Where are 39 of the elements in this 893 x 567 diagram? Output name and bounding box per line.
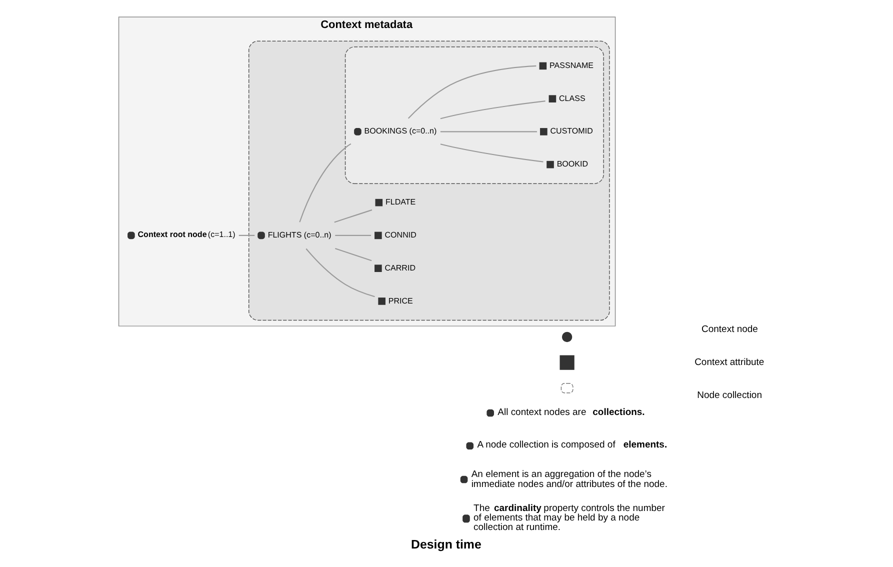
connector: [238, 234, 255, 236]
connector: [335, 248, 372, 262]
node-label: CLASS: [559, 94, 586, 103]
node-label: PRICE: [388, 296, 413, 306]
node-label: CUSTOMID: [550, 126, 593, 136]
connector: [306, 248, 375, 298]
node-box: [548, 95, 556, 102]
legend-label: Context node: [702, 324, 758, 336]
cluster: [344, 46, 604, 184]
node-box: [374, 232, 382, 240]
node-label: CARRID: [384, 263, 416, 272]
connector: [335, 234, 371, 236]
node-box: [374, 264, 382, 272]
node-label: CONNID: [384, 230, 416, 240]
legend-label: Node collection: [697, 390, 762, 401]
node-box: [375, 198, 383, 206]
node-label: BOOKID: [556, 160, 588, 169]
node-label: BOOKINGS (c=0..n): [364, 126, 437, 136]
label: The cardinality property controls the number of elements that may be held by a node collection at runtime.: [474, 503, 665, 534]
connector: [299, 143, 352, 222]
label: An element is an aggregation of the node’s immediate nodes and/or attributes of the node.: [471, 468, 668, 490]
node-box: [539, 62, 547, 70]
connector: [440, 144, 544, 162]
connector: [440, 100, 546, 120]
cluster: [248, 40, 610, 321]
node-box: [540, 128, 548, 136]
label: All context nodes are collections.: [498, 406, 645, 418]
node-label: FLDATE: [385, 198, 416, 207]
connector: [440, 131, 537, 132]
node-box: [378, 298, 386, 305]
connector: [334, 209, 372, 223]
connector: [408, 65, 536, 119]
caption: Design time: [411, 537, 482, 552]
node-box: [546, 160, 554, 168]
node-label: Context root node(c=1..1): [138, 230, 236, 239]
legend-label: Context attribute: [694, 357, 764, 368]
label: A node collection is composed of elements.: [477, 440, 668, 451]
node-label: PASSNAME: [550, 60, 594, 70]
node-label: FLIGHTS (c=0..n): [268, 230, 332, 240]
